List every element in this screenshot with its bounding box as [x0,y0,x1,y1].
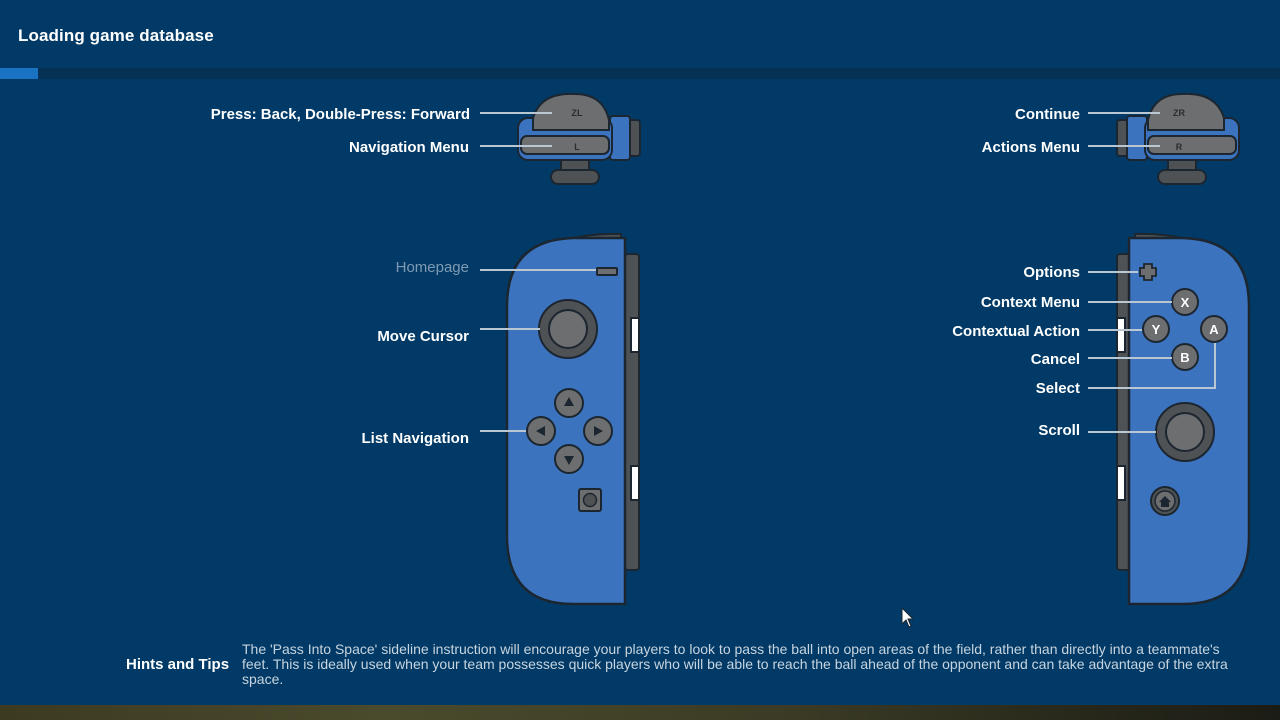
label-left-stick: Move Cursor [377,328,469,345]
leader-y [1088,329,1142,331]
leader-minus [480,269,596,271]
label-zl: Press: Back, Double-Press: Forward [210,106,470,123]
label-plus: Options [1023,264,1080,281]
background-scene-strip [0,705,1280,720]
hints-text: The 'Pass Into Space' sideline instructi… [242,641,1228,687]
label-minus-homepage: Homepage [395,259,469,276]
leader-dpad [480,430,526,432]
leader-x [1088,301,1172,303]
leader-plus [1088,271,1138,273]
loading-title: Loading game database [18,26,214,45]
mouse-cursor-icon [901,606,915,628]
right-shoulder-diagram: ZR R [1116,92,1240,185]
l-glyph: L [574,142,580,152]
label-zr: Continue [1015,106,1080,123]
r-glyph: R [1176,142,1183,152]
zl-glyph: ZL [572,108,583,118]
leader-b [1088,357,1172,359]
loading-progress-bar [0,68,1280,79]
leader-zl [480,112,552,114]
left-shoulder-diagram: ZL L [517,92,641,185]
button-b-glyph: B [1180,350,1189,365]
button-y-glyph: Y [1152,322,1161,337]
label-l: Navigation Menu [348,139,469,156]
label-y: Contextual Action [952,323,1080,340]
leader-a-horizontal [1088,387,1216,389]
label-dpad: List Navigation [361,430,469,447]
loading-progress-fill [0,68,39,79]
leader-l [480,145,552,147]
right-joycon-diagram: X Y A B [1116,232,1251,606]
label-x: Context Menu [980,294,1080,311]
button-a-glyph: A [1209,322,1219,337]
leader-a-vertical [1214,343,1216,388]
leader-zr [1088,112,1160,114]
hints-title: Hints and Tips [126,656,230,673]
leader-left-stick [480,328,540,330]
leader-r [1088,145,1160,147]
label-b: Cancel [1030,351,1080,368]
label-r: Actions Menu [981,139,1080,156]
zr-glyph: ZR [1173,108,1185,118]
leader-right-stick [1088,431,1156,433]
left-joycon-diagram [505,232,640,606]
label-right-stick: Scroll [1038,422,1080,439]
label-a: Select [1035,380,1080,397]
button-x-glyph: X [1181,295,1190,310]
